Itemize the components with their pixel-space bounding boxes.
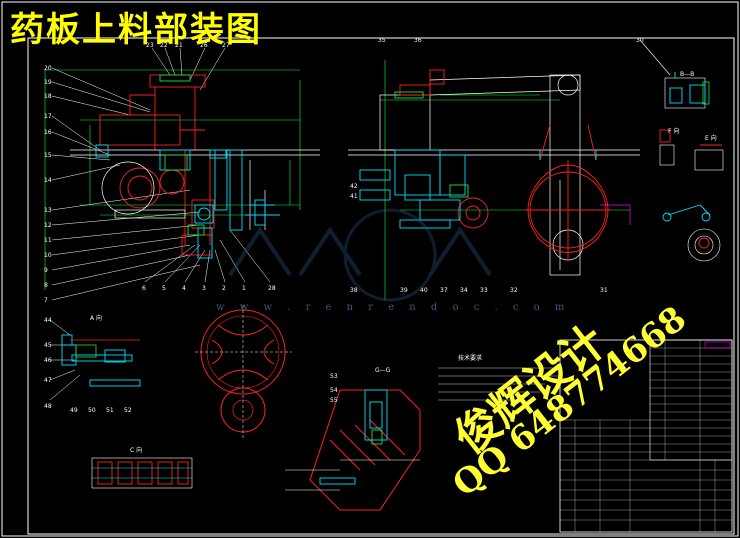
cam-disc-view <box>195 305 292 440</box>
svg-text:B—B: B—B <box>680 71 694 78</box>
svg-text:技术要求: 技术要求 <box>458 354 482 362</box>
svg-text:8: 8 <box>44 282 48 289</box>
svg-text:39: 39 <box>400 287 408 294</box>
side-view: 35 36 42 41 38 39 40 37 34 33 32 31 <box>348 37 640 300</box>
svg-text:4: 4 <box>182 285 186 292</box>
watermark-logo <box>228 208 492 302</box>
svg-text:45: 45 <box>44 342 52 349</box>
detail-views: 30 B—B F 向 E 向 <box>636 37 724 262</box>
inner-border <box>27 37 735 535</box>
svg-text:2: 2 <box>222 285 226 292</box>
svg-text:42: 42 <box>350 183 358 190</box>
svg-text:11: 11 <box>44 237 52 244</box>
svg-text:7: 7 <box>44 297 48 304</box>
svg-text:G—G: G—G <box>375 367 391 374</box>
svg-text:14: 14 <box>44 177 52 184</box>
svg-text:37: 37 <box>440 287 448 294</box>
svg-text:F 向: F 向 <box>668 127 679 135</box>
svg-text:55: 55 <box>330 397 338 404</box>
svg-text:52: 52 <box>124 407 132 414</box>
title-block <box>559 339 733 533</box>
svg-text:41: 41 <box>350 193 358 200</box>
svg-text:28: 28 <box>268 285 276 292</box>
svg-text:47: 47 <box>44 377 52 384</box>
svg-text:38: 38 <box>350 287 358 294</box>
svg-text:16: 16 <box>44 129 52 136</box>
c-direction-view: C 向 <box>91 446 193 489</box>
svg-text:46: 46 <box>44 357 52 364</box>
svg-text:54: 54 <box>330 387 338 394</box>
svg-text:18: 18 <box>44 93 52 100</box>
watermark-text: w w w . r e n r e n d o c . c o m <box>216 302 571 313</box>
svg-text:35: 35 <box>378 37 386 44</box>
tech-notes: 技术要求 <box>438 354 560 401</box>
svg-text:44: 44 <box>44 317 52 324</box>
svg-text:27: 27 <box>222 42 230 49</box>
svg-text:53: 53 <box>330 373 338 380</box>
svg-text:48: 48 <box>44 403 52 410</box>
svg-text:1: 1 <box>242 285 246 292</box>
svg-text:9: 9 <box>44 267 48 274</box>
svg-text:19: 19 <box>44 79 52 86</box>
svg-text:20: 20 <box>44 65 52 72</box>
svg-text:34: 34 <box>460 287 468 294</box>
svg-text:40: 40 <box>420 287 428 294</box>
svg-text:E 向: E 向 <box>705 134 717 142</box>
svg-text:50: 50 <box>88 407 96 414</box>
svg-text:21: 21 <box>175 42 183 49</box>
svg-text:36: 36 <box>414 37 422 44</box>
svg-text:12: 12 <box>44 222 52 229</box>
drawing-title: 药板上料部装图 <box>10 10 262 50</box>
svg-text:6: 6 <box>142 285 146 292</box>
svg-text:49: 49 <box>70 407 78 414</box>
svg-text:33: 33 <box>480 287 488 294</box>
svg-text:17: 17 <box>44 113 52 120</box>
section-view: 53 54 55 G—G <box>285 367 421 511</box>
svg-text:26: 26 <box>200 42 208 49</box>
svg-text:51: 51 <box>106 407 114 414</box>
svg-text:15: 15 <box>44 152 52 159</box>
svg-text:31: 31 <box>600 287 608 294</box>
svg-text:30: 30 <box>636 37 644 44</box>
svg-text:22: 22 <box>160 42 168 49</box>
svg-text:13: 13 <box>44 207 52 214</box>
svg-text:10: 10 <box>44 252 52 259</box>
front-view: 20 19 18 17 16 15 14 13 12 11 10 9 8 7 2… <box>44 42 320 304</box>
svg-text:3: 3 <box>202 285 206 292</box>
a-direction-view: A 向 44 45 46 47 48 49 50 51 52 <box>44 314 141 414</box>
svg-text:A 向: A 向 <box>90 314 102 322</box>
svg-text:C 向: C 向 <box>130 446 142 454</box>
svg-text:5: 5 <box>162 285 166 292</box>
svg-text:23: 23 <box>146 42 154 49</box>
svg-text:32: 32 <box>510 287 518 294</box>
